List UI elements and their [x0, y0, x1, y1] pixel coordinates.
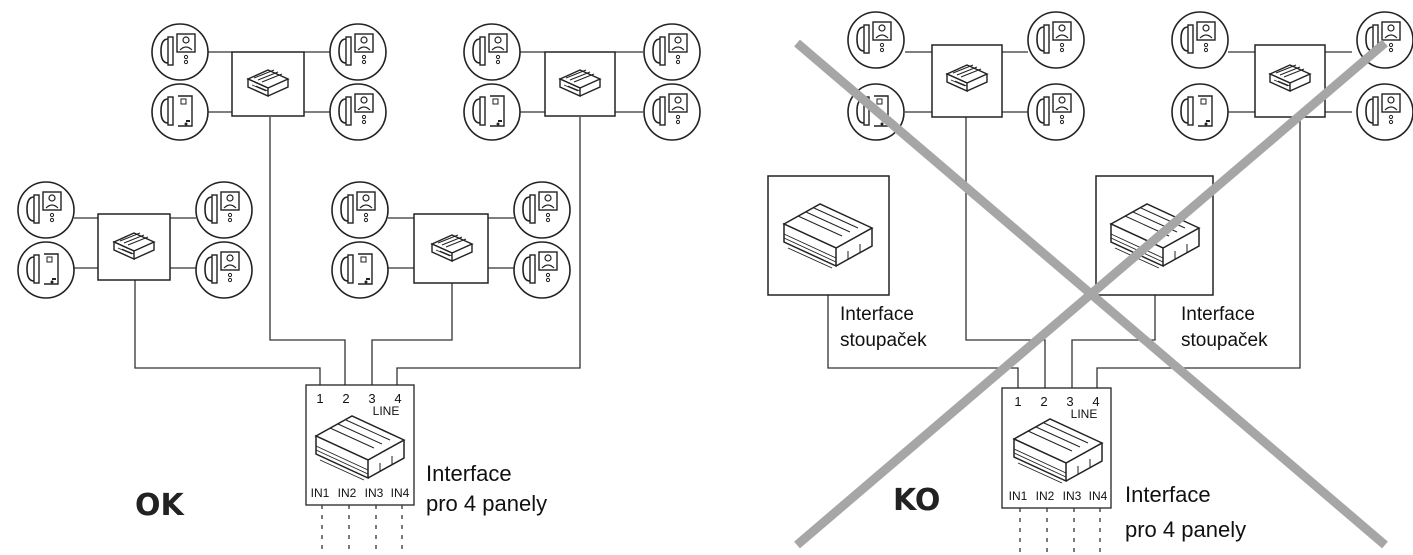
main-interface-right: 1 2 3 4 LINE IN1 IN2 IN3 IN4: [1001, 387, 1112, 555]
line-2-label: 2: [342, 391, 349, 406]
left-wiring: [74, 51, 643, 385]
riser-left-caption-line1: Interface: [840, 304, 914, 325]
distributor-group-2: [463, 23, 701, 141]
video-monitor-icon: [463, 23, 521, 81]
ko-distributor-group-1: [847, 11, 1085, 141]
input-3-label: IN3: [1063, 489, 1082, 503]
video-monitor-icon: [643, 23, 701, 81]
audio-handset-icon: [331, 241, 389, 299]
input-4-label: IN4: [391, 486, 410, 500]
video-monitor-icon: [1356, 83, 1413, 141]
distributor-group-4: [331, 181, 571, 299]
video-monitor-icon: [847, 11, 905, 69]
video-monitor-icon: [151, 23, 209, 81]
line-2-label: 2: [1040, 394, 1047, 409]
riser-left-caption-line2: stoupaček: [840, 330, 927, 351]
line-4-label: 4: [394, 391, 401, 406]
video-monitor-icon: [329, 83, 387, 141]
video-monitor-icon: [643, 83, 701, 141]
riser-right-caption-line1: Interface: [1181, 304, 1255, 325]
input-3-label: IN3: [365, 486, 384, 500]
main-interface-caption-line2: pro 4 panely: [426, 491, 547, 516]
input-dashed-lines: [1019, 508, 1101, 555]
line-label: LINE: [1071, 407, 1098, 421]
input-4-label: IN4: [1089, 489, 1108, 503]
audio-handset-icon: [151, 83, 209, 141]
video-monitor-icon: [1027, 83, 1085, 141]
video-monitor-icon: [329, 23, 387, 81]
line-3-label: 3: [1066, 394, 1073, 409]
audio-handset-icon: [17, 241, 75, 299]
riser-interface-left: [767, 175, 890, 296]
input-dashed-lines: [321, 505, 403, 555]
video-monitor-icon: [513, 241, 571, 299]
video-monitor-icon: [1027, 11, 1085, 69]
distributor-group-1: [151, 23, 387, 141]
ko-verdict: KO: [893, 483, 940, 518]
video-monitor-icon: [1171, 11, 1229, 69]
input-2-label: IN2: [1036, 489, 1055, 503]
line-1-label: 1: [1014, 394, 1021, 409]
main-interface-caption-line2: pro 4 panely: [1125, 517, 1246, 542]
ko-cross-mark: [794, 39, 1388, 549]
main-interface-caption-line1: Interface: [426, 461, 512, 486]
main-interface-left: 1 2 3 4 LINE IN1 IN2 IN3 IN4: [305, 384, 415, 555]
main-interface-caption-line1: Interface: [1125, 482, 1211, 507]
ok-verdict: OK: [135, 488, 186, 523]
audio-handset-icon: [463, 83, 521, 141]
line-1-label: 1: [316, 391, 323, 406]
video-monitor-icon: [195, 241, 253, 299]
input-1-label: IN1: [1009, 489, 1028, 503]
video-monitor-icon: [17, 181, 75, 239]
right-wiring: [827, 51, 1352, 388]
line-3-label: 3: [368, 391, 375, 406]
left-diagram: 1 2 3 4 LINE IN1 IN2 IN3 IN4 Interface p…: [17, 23, 701, 555]
video-monitor-icon: [513, 181, 571, 239]
line-label: LINE: [373, 404, 400, 418]
video-monitor-icon: [331, 181, 389, 239]
right-diagram: Interface stoupaček Interface stoupaček …: [767, 11, 1413, 555]
line-4-label: 4: [1092, 394, 1099, 409]
audio-handset-icon: [1171, 83, 1229, 141]
distributor-group-3: [17, 181, 253, 299]
input-2-label: IN2: [338, 486, 357, 500]
input-1-label: IN1: [311, 486, 330, 500]
riser-right-caption-line2: stoupaček: [1181, 330, 1268, 351]
video-monitor-icon: [195, 181, 253, 239]
